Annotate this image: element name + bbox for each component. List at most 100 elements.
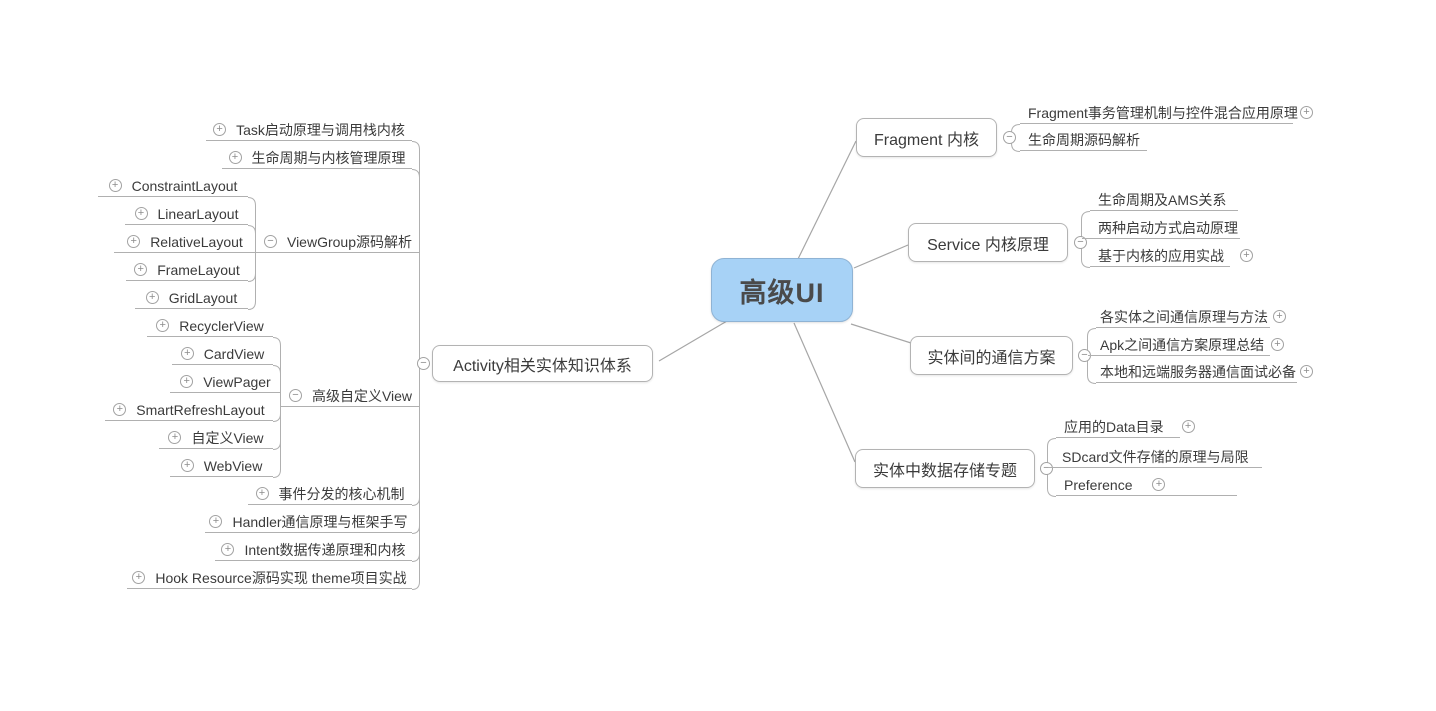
node-label: Fragment 内核 [874,131,979,149]
node-label: LinearLayout [157,205,239,222]
node-comm-remote[interactable]: 本地和远端服务器通信面试必备 + [1096,361,1313,383]
expand-icon[interactable]: + [108,179,122,192]
node-service-branch[interactable]: Service 内核原理 − [908,223,1087,262]
node-label: Activity相关实体知识体系 [453,357,632,375]
collapse-icon[interactable]: − [263,235,277,248]
node-viewpager[interactable]: + ViewPager [170,371,281,393]
node-service-start-modes[interactable]: 两种启动方式启动原理 [1082,217,1240,239]
node-lifecycle-kernel[interactable]: + 生命周期与内核管理原理 [222,147,412,169]
root-node[interactable]: 高级UI [711,258,853,322]
expand-icon[interactable]: + [134,207,148,220]
node-label: CardView [203,345,265,362]
node-label: Fragment事务管理机制与控件混合应用原理 [1028,104,1298,121]
root-label: 高级UI [739,277,825,308]
node-label: SmartRefreshLayout [136,401,265,418]
expand-icon[interactable]: + [113,403,127,416]
expand-icon[interactable]: + [156,319,170,332]
collapse-icon[interactable]: − [288,389,302,402]
node-handler[interactable]: + Handler通信原理与框架手写 [205,511,412,533]
node-fragment-lifecycle[interactable]: 生命周期源码解析 [1020,129,1147,151]
expand-icon[interactable]: + [209,515,223,528]
expand-icon[interactable]: + [132,571,146,584]
expand-icon[interactable]: + [213,123,227,136]
node-recyclerview[interactable]: + RecyclerView [147,315,273,337]
expand-icon[interactable]: + [1271,337,1284,351]
expand-icon[interactable]: + [221,543,235,556]
node-framelayout[interactable]: + FrameLayout [126,259,248,281]
node-storage-preference[interactable]: Preference + [1056,474,1237,496]
expand-icon[interactable]: + [180,347,194,360]
collapse-icon[interactable]: − [1003,130,1016,144]
expand-icon[interactable]: + [127,235,141,248]
node-label: 实体间的通信方案 [927,349,1056,367]
node-label: Handler通信原理与框架手写 [232,513,408,530]
node-label: Hook Resource源码实现 theme项目实战 [155,569,407,586]
node-comm-apk[interactable]: Apk之间通信方案原理总结 + [1088,334,1284,356]
node-task[interactable]: + Task启动原理与调用栈内核 [206,119,412,141]
node-label: 应用的Data目录 [1064,418,1164,435]
node-label: Service 内核原理 [927,236,1049,254]
node-smartrefreshlayout[interactable]: + SmartRefreshLayout [105,399,273,421]
node-label: 事件分发的核心机制 [278,485,405,502]
collapse-icon[interactable]: − [417,356,430,370]
node-label: 生命周期源码解析 [1028,131,1140,148]
node-fragment-branch[interactable]: Fragment 内核 − [856,118,1016,157]
node-storage-branch[interactable]: 实体中数据存储专题 − [855,449,1053,488]
expand-icon[interactable]: + [168,431,182,444]
node-relativelayout[interactable]: + RelativeLayout [114,231,256,253]
expand-icon[interactable]: + [145,291,159,304]
expand-icon[interactable]: + [1152,478,1166,491]
expand-icon[interactable]: + [228,151,242,164]
node-label: RecyclerView [179,317,264,334]
node-label: 实体中数据存储专题 [872,462,1017,480]
node-comm-principles[interactable]: 各实体之间通信原理与方法 + [1096,306,1286,328]
node-label: 自定义View [191,429,264,446]
node-label: ViewPager [203,373,271,390]
node-label: 两种启动方式启动原理 [1098,219,1238,236]
expand-icon[interactable]: + [180,459,194,472]
node-custom-view[interactable]: + 自定义View [159,427,273,449]
node-linearlayout[interactable]: + LinearLayout [125,203,248,225]
node-label: ViewGroup源码解析 [286,233,412,250]
node-label: FrameLayout [157,261,240,278]
node-communication-branch[interactable]: 实体间的通信方案 − [910,336,1091,375]
collapse-icon[interactable]: − [1040,461,1053,475]
node-label: 生命周期及AMS关系 [1098,191,1227,208]
expand-icon[interactable]: + [134,263,148,276]
node-customview[interactable]: − 高级自定义View [281,385,420,407]
expand-icon[interactable]: + [180,375,194,388]
node-service-practice[interactable]: 基于内核的应用实战 + [1090,245,1253,267]
expand-icon[interactable]: + [1181,420,1195,433]
expand-icon[interactable]: + [1240,249,1253,262]
node-hook-resource[interactable]: + Hook Resource源码实现 theme项目实战 [127,567,412,589]
node-label: WebView [203,457,263,474]
node-storage-sdcard[interactable]: SDcard文件存储的原理与局限 [1048,446,1262,468]
node-fragment-transaction[interactable]: Fragment事务管理机制与控件混合应用原理 + [1020,102,1313,124]
node-label: 本地和远端服务器通信面试必备 [1100,363,1296,380]
node-service-ams[interactable]: 生命周期及AMS关系 [1090,189,1238,211]
node-gridlayout[interactable]: + GridLayout [135,287,248,309]
node-intent[interactable]: + Intent数据传递原理和内核 [215,539,412,561]
node-event-dispatch[interactable]: + 事件分发的核心机制 [248,483,412,505]
expand-icon[interactable]: + [255,487,269,500]
node-label: Task启动原理与调用栈内核 [236,121,405,138]
node-viewgroup[interactable]: − ViewGroup源码解析 [256,231,420,253]
node-webview[interactable]: + WebView [170,455,273,477]
node-label: RelativeLayout [150,233,243,250]
expand-icon[interactable]: + [1300,105,1313,119]
node-label: 各实体之间通信原理与方法 [1100,308,1268,325]
node-label: SDcard文件存储的原理与局限 [1062,448,1249,465]
node-label: 生命周期与内核管理原理 [251,149,406,166]
node-constraintlayout[interactable]: + ConstraintLayout [98,175,248,197]
node-label: Preference [1064,476,1133,493]
node-storage-data-dir[interactable]: 应用的Data目录 + [1056,416,1195,438]
node-label: Apk之间通信方案原理总结 [1100,336,1265,353]
node-label: ConstraintLayout [131,177,238,194]
node-cardview[interactable]: + CardView [172,343,273,365]
node-label: GridLayout [168,289,238,306]
node-label: 高级自定义View [311,387,413,404]
node-activity-branch[interactable]: − Activity相关实体知识体系 [417,345,653,382]
expand-icon[interactable]: + [1300,364,1313,378]
node-label: 基于内核的应用实战 [1098,247,1224,264]
expand-icon[interactable]: + [1273,309,1286,323]
